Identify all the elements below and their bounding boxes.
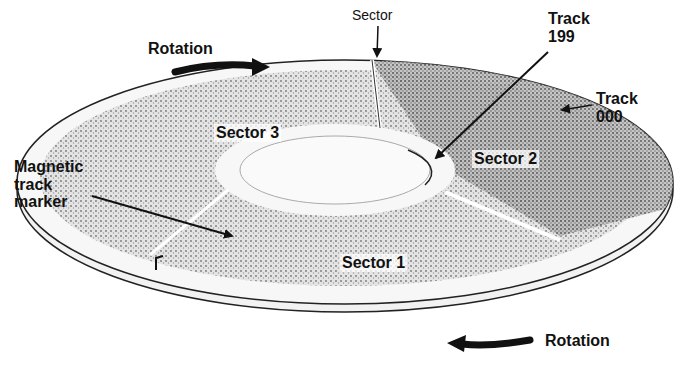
rotation-arrow — [462, 340, 530, 345]
rotation-arrowhead — [447, 335, 466, 352]
leader-line — [377, 26, 378, 56]
sector-gap — [372, 60, 380, 128]
rotation-arrow — [175, 65, 255, 72]
marker-label: Magnetic track marker — [14, 158, 102, 211]
disk-hub — [240, 136, 430, 204]
sector-gap — [150, 190, 228, 255]
sector-label: Sector — [352, 8, 392, 23]
rotation-label: Rotation — [545, 332, 610, 350]
recording-band — [40, 40, 697, 286]
sector-name: Sector 2 — [472, 150, 539, 168]
sector-name: Sector 3 — [214, 124, 281, 142]
sector-gap — [445, 192, 560, 240]
leader-line — [562, 105, 592, 110]
track-199-ring — [408, 150, 432, 185]
leader-line — [92, 196, 232, 236]
sector-line — [372, 60, 380, 128]
rotation-label: Rotation — [148, 40, 213, 58]
sector-name: Sector 1 — [340, 254, 407, 272]
rotation-arrowhead — [252, 58, 270, 76]
track-label: Track 000 — [596, 90, 656, 125]
track-marker-tick — [156, 256, 163, 270]
leader-line — [436, 52, 548, 158]
track-label: Track 199 — [548, 10, 610, 45]
